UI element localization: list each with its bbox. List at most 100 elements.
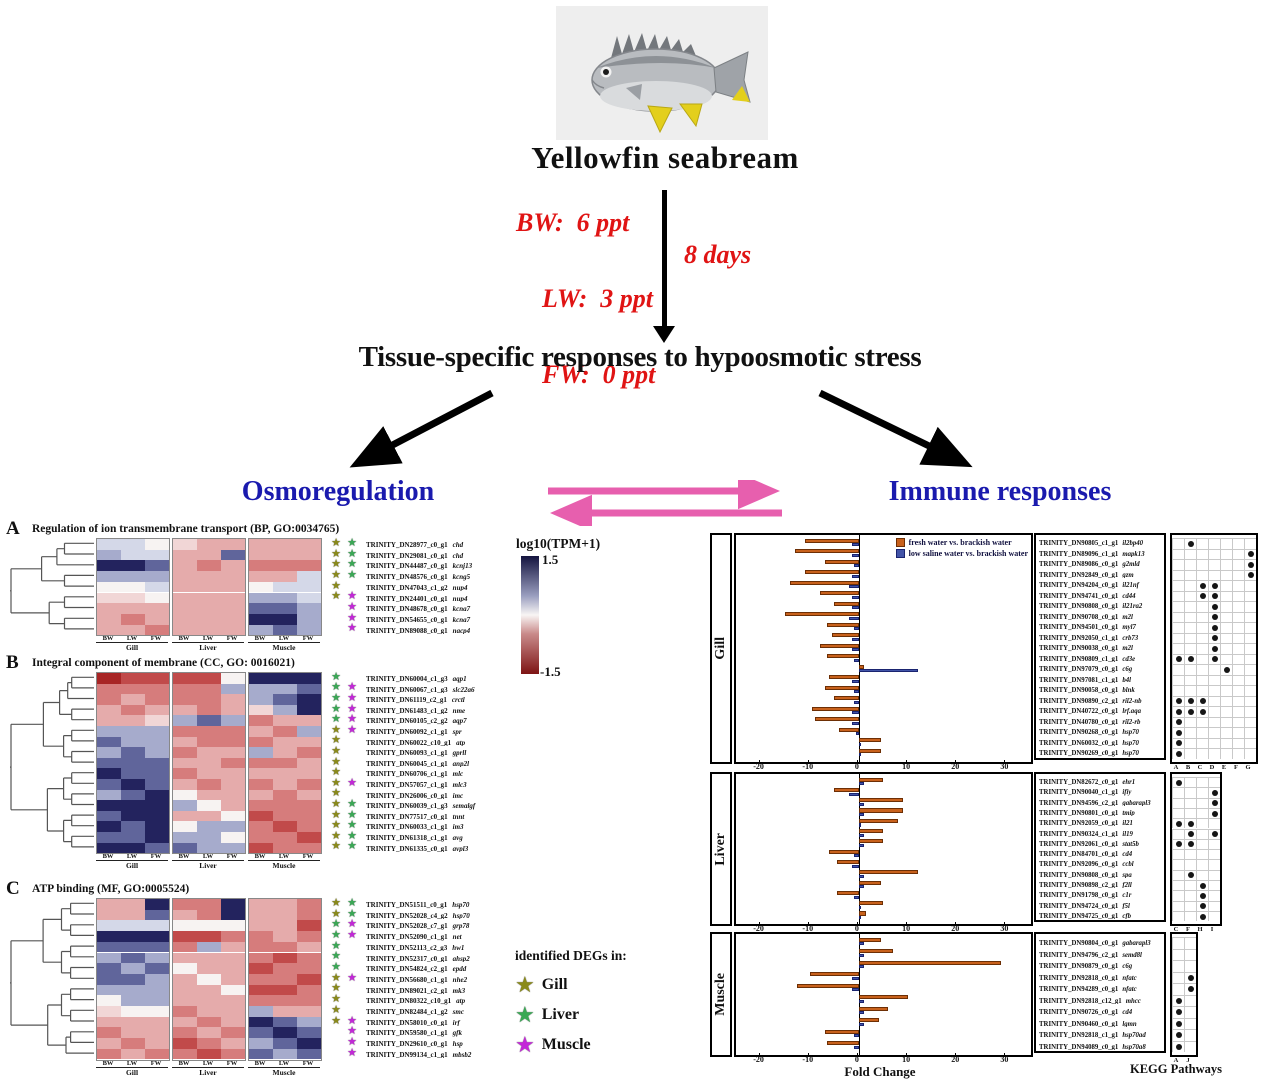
deg-legend-row: ★Muscle: [515, 1030, 665, 1060]
kegg-cell: [1220, 643, 1232, 654]
heatmap-cell: [297, 704, 321, 716]
kegg-dot: [1211, 656, 1218, 663]
lowsaline-bar: [858, 669, 918, 673]
freshwater-bar: [790, 580, 859, 585]
heatmap-cell: [121, 963, 145, 974]
heatmap-cell: [249, 995, 273, 1006]
heatmap-cell: [197, 821, 221, 832]
kegg-cell: [1244, 548, 1256, 559]
condition-label: BW: [254, 853, 266, 861]
kegg-cell: [1208, 849, 1220, 860]
kegg-cell: [1208, 559, 1220, 570]
panel-b-letter: B: [6, 652, 19, 673]
axis-tick-mark: [955, 759, 957, 763]
heatmap-cell: [273, 1038, 297, 1049]
freshwater-bar: [824, 685, 859, 690]
heatmap-cell: [273, 624, 297, 636]
heatmap-cell: [249, 673, 273, 684]
kegg-cell: [1172, 807, 1184, 819]
kegg-dot: [1211, 582, 1218, 589]
muscle-star-icon: ★: [347, 681, 357, 694]
heatmap-cell: [173, 779, 197, 790]
heatmap-cell: [173, 673, 197, 684]
heatmap-cell: [249, 842, 273, 854]
lowsaline-bar: [851, 864, 859, 868]
axis-tick-label: -20: [753, 761, 764, 771]
liver-star-icon: ★: [347, 907, 357, 920]
kegg-cell: [1244, 538, 1256, 549]
kegg-cell: [1208, 590, 1220, 601]
lowsaline-bar: [858, 1011, 864, 1015]
panel-a-letter: A: [6, 518, 20, 539]
heatmap-cell: [249, 683, 273, 695]
heatmap-cell: [221, 539, 245, 550]
zero-axis-line: [858, 774, 861, 925]
kegg-cell: [1208, 632, 1220, 643]
condition-label: LW: [278, 635, 290, 643]
kegg-cell: [1196, 890, 1208, 901]
axis-tick-mark: [758, 759, 760, 763]
kegg-cell: [1172, 706, 1184, 717]
heatmap-cell: [145, 984, 169, 996]
heatmap-cell: [173, 581, 197, 593]
kegg-cell: [1220, 548, 1232, 559]
heatmap-cell: [221, 963, 245, 974]
kegg-cell: [1220, 622, 1232, 633]
kegg-cell: [1172, 818, 1184, 829]
heatmap-cell: [249, 789, 273, 801]
heatmap-cell: [249, 613, 273, 625]
kegg-cell: [1244, 580, 1256, 591]
heatmap-cell: [97, 592, 121, 604]
heatmap-cell: [249, 810, 273, 822]
heatmap-cell: [145, 920, 169, 932]
heatmap-cell: [249, 624, 273, 636]
kegg-dot: [1211, 810, 1218, 817]
liver-star-icon: ★: [347, 829, 357, 842]
heatmap-cell: [97, 909, 121, 921]
lowsaline-bar: [858, 742, 862, 746]
heatmap-cell: [273, 613, 297, 625]
kegg-cell: [1172, 674, 1184, 685]
condition-label: BW: [102, 1059, 114, 1067]
dendrogram-c: [10, 902, 94, 1054]
heatmap-cell: [197, 800, 221, 811]
kegg-cell: [1172, 948, 1184, 960]
heatmap-cell: [249, 694, 273, 705]
heatmap-cell: [97, 683, 121, 695]
kegg-cell: [1196, 797, 1208, 808]
gill-star-icon: ★: [331, 568, 341, 581]
gill-star-icon: ★: [331, 1003, 341, 1016]
tissue-axis-label: Liver: [199, 861, 217, 871]
freshwater-bar: [824, 559, 859, 564]
heatmap-cell: [97, 941, 121, 953]
lowsaline-bar: [854, 854, 859, 858]
heatmap-cell: [121, 673, 145, 684]
kegg-dot: [1187, 820, 1194, 827]
heatmap-cell: [249, 984, 273, 996]
heatmap-cell: [97, 715, 121, 726]
kegg-dot: [1175, 698, 1182, 705]
kegg-cell: [1172, 880, 1184, 891]
heatmap-cell: [97, 704, 121, 716]
kegg-cell: [1184, 807, 1196, 819]
deg-legend-label: Muscle: [541, 1036, 591, 1053]
heatmap-cell: [97, 673, 121, 684]
heatmap-cell: [273, 1016, 297, 1028]
kegg-cell: [1184, 838, 1196, 850]
freshwater-bar: [834, 601, 859, 606]
heatmap-cell: [97, 821, 121, 832]
heatmap-cell: [297, 800, 321, 811]
heatmap-cell: [145, 549, 169, 561]
heatmap-cell: [221, 704, 245, 716]
